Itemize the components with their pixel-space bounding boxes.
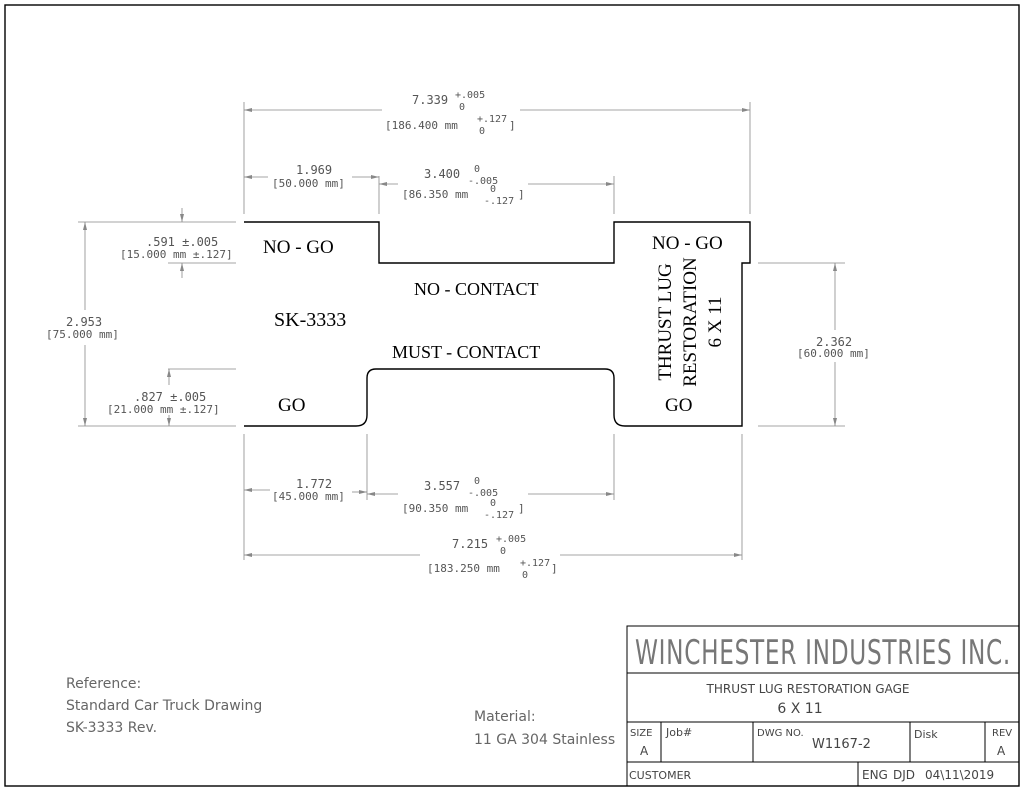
dim-metric: [86.350 mm [402,188,469,201]
dim-metric-tol-minus: -.127 [484,196,514,207]
label-no-go-left: NO - GO [263,237,334,258]
dim-value: 2.362 [816,335,852,349]
dim-tol-minus: -.005 [468,176,498,187]
dim-metric-tol-plus: 0 [490,184,496,195]
dim-value: 1.969 [296,163,332,177]
dim-metric: [90.350 mm [402,502,469,515]
dim-tol-plus: 0 [474,476,480,487]
dim-metric-tol-minus: -.127 [484,510,514,521]
arrowheads [83,108,837,557]
dwg-no-label: DWG NO. [757,728,804,739]
dim-metric-close: ] [518,502,525,515]
dim-metric: [45.000 mm] [272,490,345,503]
dim-value: 2.953 [66,315,102,329]
dim-tol-plus: 0 [474,164,480,175]
dwg-no-value: W1167-2 [812,737,871,752]
dim-overall-bottom: 7.215 +.005 0 [183.250 mm +.127 0 ] [427,534,558,581]
company-name: WINCHESTER INDUSTRIES INC. [635,633,1011,673]
dim-metric: [15.000 mm ±.127] [120,248,233,261]
gage-outline [244,221,751,427]
dim-metric-tol-plus: 0 [490,498,496,509]
dim-value: .591 ±.005 [146,235,218,249]
title-block [626,625,1020,787]
dim-value: .827 ±.005 [134,390,206,404]
material-line-2: 11 GA 304 Stainless [474,732,615,748]
reference-line-2: Standard Car Truck Drawing [66,698,262,714]
thrust-line-2: RESTORATION [680,257,701,387]
customer-label: CUSTOMER [629,769,692,782]
dim-metric: [75.000 mm] [46,328,119,341]
size-label: SIZE [630,728,652,739]
dim-tol-minus: -.005 [468,488,498,499]
size-value: A [640,744,649,758]
rev-label: REV [992,728,1012,739]
dim-value: 3.557 [424,479,460,493]
reference-line-1: Reference: [66,676,141,692]
dim-metric-tol-minus: 0 [479,126,485,137]
dim-metric: [21.000 mm ±.127] [107,403,220,416]
dim-value: 7.215 [452,537,488,551]
dim-value: 1.772 [296,477,332,491]
dim-metric: [60.000 mm] [797,347,870,360]
drawing-date: 04\11\2019 [925,768,994,782]
dim-metric-tol-plus: +.127 [520,558,550,569]
dim-slot-top: 3.400 0 -.005 [86.350 mm 0 -.127 ] [402,164,525,207]
dim-bottom-step: .827 ±.005 [21.000 mm ±.127] [107,390,220,416]
dim-height-left: 2.953 [75.000 mm] [46,315,119,341]
dim-left-bottom: 1.772 [45.000 mm] [272,477,345,503]
dim-tol-minus: 0 [500,546,506,557]
dim-metric-close: ] [518,188,525,201]
label-sk-3333: SK-3333 [274,309,346,331]
material-line-1: Material: [474,709,536,725]
dim-metric: [183.250 mm [427,562,500,575]
label-no-contact: NO - CONTACT [414,279,539,299]
reference-note: Reference: Standard Car Truck Drawing SK… [66,676,262,736]
sheet-border [4,4,1020,787]
label-go-right: GO [665,395,692,416]
thrust-line-3: 6 X 11 [705,296,726,347]
dim-tol-plus: +.005 [496,534,526,545]
label-no-go-right: NO - GO [652,233,723,254]
job-label: Job# [665,726,692,739]
material-note: Material: 11 GA 304 Stainless [474,709,615,748]
dim-metric: [186.400 mm [385,119,458,132]
drawing-title-line-2: 6 X 11 [777,701,822,717]
dim-value: 3.400 [424,167,460,181]
engineer-label: ENG [862,768,888,782]
dim-slot-bottom: 3.557 0 -.005 [90.350 mm 0 -.127 ] [402,476,525,521]
dim-overall-top: 7.339 +.005 0 [186.400 mm +.127 0 ] [385,90,516,137]
engineer-initials: DJD [893,768,915,782]
label-go-left: GO [278,395,305,416]
dim-metric-tol-plus: +.127 [477,114,507,125]
dim-tol-minus: 0 [459,102,465,113]
dim-metric-close: ] [551,562,558,575]
label-must-contact: MUST - CONTACT [392,342,540,362]
reference-line-3: SK-3333 Rev. [66,720,157,736]
thrust-line-1: THRUST LUG [655,263,676,381]
dim-metric-tol-minus: 0 [522,570,528,581]
drawing-title-line-1: THRUST LUG RESTORATION GAGE [706,682,910,696]
dim-value: 7.339 [412,93,448,107]
extension-lines [78,102,845,560]
thrust-lug-vertical-label: THRUST LUG RESTORATION 6 X 11 [655,257,726,387]
dim-metric-close: ] [509,119,516,132]
dim-height-right: 2.362 [60.000 mm] [797,335,870,360]
dim-left-top: 1.969 [50.000 mm] [272,163,345,190]
dim-tol-plus: +.005 [455,90,485,101]
dim-top-step: .591 ±.005 [15.000 mm ±.127] [120,235,233,261]
dim-metric: [50.000 mm] [272,177,345,190]
disk-label: Disk [914,728,938,741]
rev-value: A [997,744,1006,758]
